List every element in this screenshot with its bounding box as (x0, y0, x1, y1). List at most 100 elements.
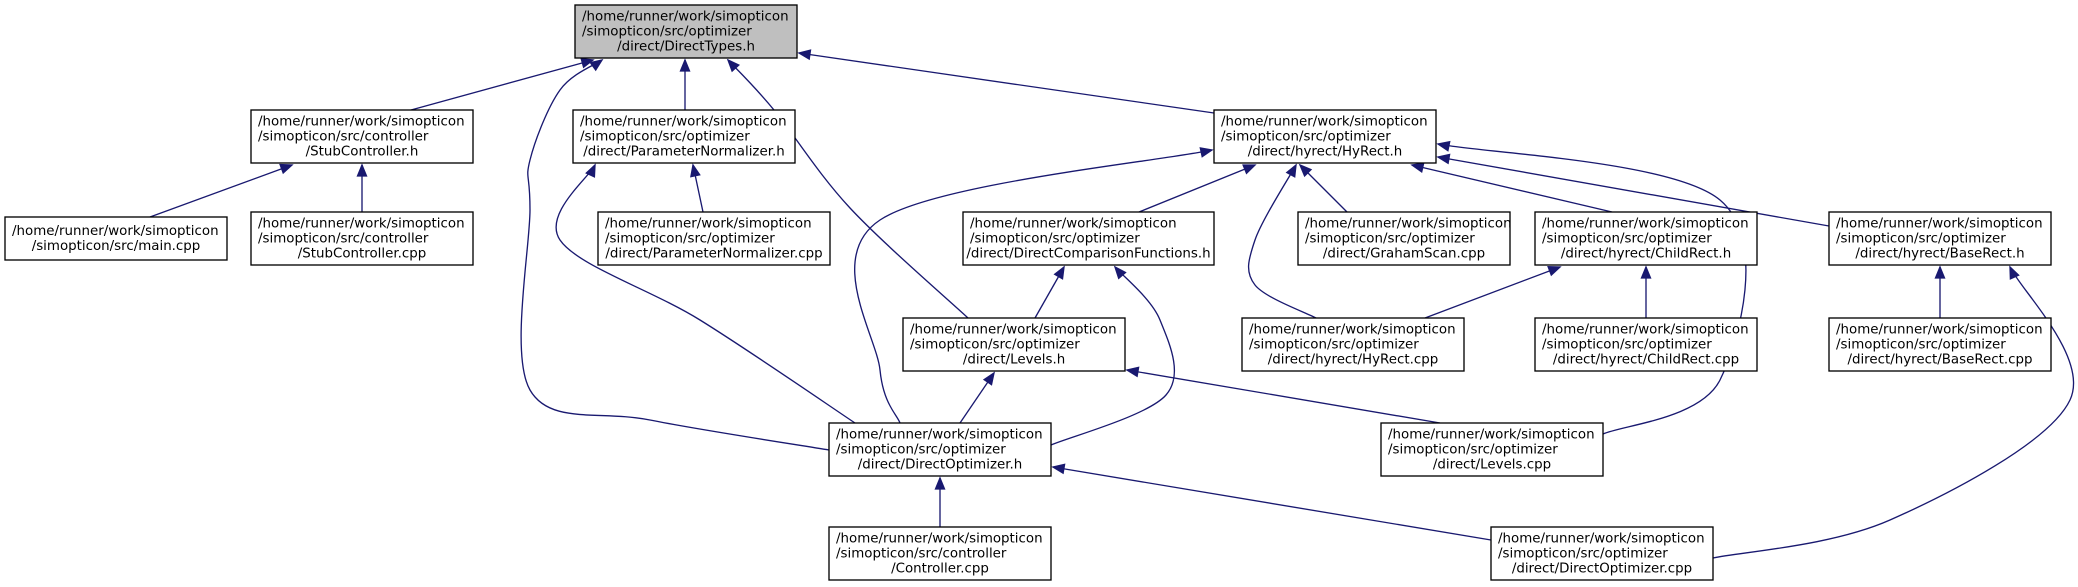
edge-line (1247, 164, 1317, 319)
node-box (1380, 422, 1604, 477)
node-label-line: /simopticon/src/optimizer (1836, 232, 2006, 247)
node-label-line: /simopticon/src/optimizer (580, 130, 750, 145)
edge-line (1138, 164, 1256, 213)
node-paramnorm_cpp[interactable]: /home/runner/work/simopticon/simopticon/… (597, 211, 831, 266)
node-label-line: /simopticon/src/optimizer (1836, 338, 2006, 353)
node-label-line: /home/runner/work/simopticon (1249, 323, 1456, 338)
edge-line (854, 149, 1213, 424)
node-label-line: /direct/hyrect/HyRect.cpp (1268, 353, 1438, 368)
node-label-line: /simopticon/src/optimizer (1388, 443, 1558, 458)
edge-directopt_h-to-directopt_cpp (1051, 463, 1492, 541)
node-hyrect_h[interactable]: /home/runner/work/simopticon/simopticon/… (1213, 109, 1437, 164)
node-label-line: /direct/hyrect/ChildRect.cpp (1553, 353, 1739, 368)
edge-hyrect_h-to-hyrect_cpp (1247, 163, 1317, 319)
node-label-line: /simopticon/src/optimizer (1221, 130, 1391, 145)
node-box (250, 109, 474, 164)
node-box (4, 216, 228, 261)
node-stubcontroller_h[interactable]: /home/runner/work/simopticon/simopticon/… (250, 109, 474, 164)
edge-line (1050, 266, 1176, 446)
node-label-line: /simopticon/src/optimizer (1249, 338, 1419, 353)
edge-line (1437, 156, 1830, 227)
node-levels_h[interactable]: /home/runner/work/simopticon/simopticon/… (902, 317, 1126, 372)
node-label-line: /simopticon/src/optimizer (1542, 232, 1712, 247)
node-label-line: /simopticon/src/optimizer (1305, 232, 1475, 247)
node-hyrect_cpp[interactable]: /home/runner/work/simopticon/simopticon/… (1241, 317, 1465, 372)
arrow-head-icon (1410, 162, 1425, 174)
arrow-head-icon (1285, 163, 1297, 178)
node-label-line: /home/runner/work/simopticon (582, 10, 789, 25)
node-label-line: /direct/DirectTypes.h (617, 40, 755, 55)
edges-layer (149, 49, 2075, 559)
arrow-head-icon (1125, 366, 1140, 378)
node-label-line: /home/runner/work/simopticon (258, 217, 465, 232)
node-label-line: /StubController.cpp (298, 247, 427, 262)
edge-paramnorm_h-to-directopt_h (555, 163, 856, 424)
node-label-line: /home/runner/work/simopticon (1498, 532, 1705, 547)
edge-types_h-to-paramnorm_h (679, 58, 691, 110)
edge-line (1126, 369, 1441, 424)
arrow-head-icon (1436, 140, 1451, 152)
node-label-line: /simopticon/src/optimizer (970, 232, 1140, 247)
node-paramnorm_h[interactable]: /home/runner/work/simopticon/simopticon/… (572, 109, 796, 164)
edge-childrect_h-to-childrect_cpp (1640, 265, 1652, 318)
node-label-line: /home/runner/work/simopticon (1221, 115, 1428, 130)
node-label-line: /home/runner/work/simopticon (258, 115, 465, 130)
node-label-line: /home/runner/work/simopticon (836, 532, 1043, 547)
node-levels_cpp[interactable]: /home/runner/work/simopticon/simopticon/… (1380, 422, 1604, 477)
node-label-line: /home/runner/work/simopticon (1836, 217, 2043, 232)
arrow-head-icon (1640, 265, 1652, 279)
node-box (828, 526, 1052, 581)
node-directopt_cpp[interactable]: /home/runner/work/simopticon/simopticon/… (1490, 526, 1714, 581)
node-box (597, 211, 831, 266)
node-compfuncs_h[interactable]: /home/runner/work/simopticon/simopticon/… (962, 211, 1215, 266)
node-label-line: /simopticon/src/optimizer (1498, 547, 1668, 562)
node-label-line: /home/runner/work/simopticon (605, 217, 812, 232)
node-childrect_h[interactable]: /home/runner/work/simopticon/simopticon/… (1534, 211, 1758, 266)
node-box (1490, 526, 1714, 581)
edge-types_h-to-stubcontroller_h (410, 57, 595, 111)
node-label-line: /direct/hyrect/BaseRect.cpp (1847, 353, 2032, 368)
node-controller_cpp[interactable]: /home/runner/work/simopticon/simopticon/… (828, 526, 1052, 581)
node-box (572, 109, 796, 164)
arrow-head-icon (1934, 265, 1946, 279)
edge-types_h-to-hyrect_h (797, 49, 1215, 114)
node-directopt_h[interactable]: /home/runner/work/simopticon/simopticon/… (828, 422, 1052, 477)
arrow-head-icon (589, 58, 604, 72)
arrow-head-icon (279, 163, 294, 175)
node-label-line: /home/runner/work/simopticon (1542, 323, 1749, 338)
node-childrect_cpp[interactable]: /home/runner/work/simopticon/simopticon/… (1534, 317, 1758, 372)
node-box (1534, 211, 1758, 266)
edge-line (1411, 164, 1613, 213)
node-label-line: /direct/Levels.cpp (1433, 458, 1551, 473)
node-label-line: /home/runner/work/simopticon (12, 224, 219, 239)
edge-stubcontroller_h-to-main_cpp (149, 163, 294, 218)
node-label-line: /simopticon/src/optimizer (1542, 338, 1712, 353)
node-main_cpp[interactable]: /home/runner/work/simopticon/simopticon/… (4, 216, 228, 261)
edge-childrect_h-to-hyrect_cpp (1424, 266, 1562, 319)
node-stubcontroller_cpp[interactable]: /home/runner/work/simopticon/simopticon/… (250, 211, 474, 266)
edge-compfuncs_h-to-directopt_h (1050, 265, 1176, 446)
node-label-line: /home/runner/work/simopticon (580, 115, 787, 130)
node-baserect_h[interactable]: /home/runner/work/simopticon/simopticon/… (1828, 211, 2052, 266)
edge-hyrect_h-to-childrect_h (1410, 162, 1613, 213)
node-box (1828, 211, 2052, 266)
edge-types_h-to-directopt_h (520, 58, 830, 451)
node-label-line: /direct/hyrect/HyRect.h (1248, 145, 1403, 160)
node-label-line: /home/runner/work/simopticon (1388, 428, 1595, 443)
node-label-line: /home/runner/work/simopticon (910, 323, 1117, 338)
node-label-line: /simopticon/src/main.cpp (32, 239, 201, 254)
node-label-line: /direct/hyrect/BaseRect.h (1855, 247, 2024, 262)
edge-line (1052, 466, 1492, 541)
node-baserect_cpp[interactable]: /home/runner/work/simopticon/simopticon/… (1828, 317, 2052, 372)
edge-directopt_h-to-controller_cpp (934, 476, 946, 527)
arrow-head-icon (585, 163, 596, 178)
edge-baserect_h-to-directopt_cpp (1712, 265, 2075, 559)
edge-paramnorm_h-to-paramnorm_cpp (690, 163, 704, 213)
node-grahamscan_cpp[interactable]: /home/runner/work/simopticon/simopticon/… (1297, 211, 1512, 266)
node-box (574, 4, 798, 59)
node-label-line: /direct/GrahamScan.cpp (1323, 247, 1485, 262)
node-label-line: /direct/ParameterNormalizer.cpp (605, 247, 822, 262)
arrow-head-icon (1199, 147, 1214, 158)
edge-hyrect_h-to-grahamscan_cpp (1298, 163, 1348, 213)
edge-levels_h-to-directopt_h (959, 371, 995, 424)
